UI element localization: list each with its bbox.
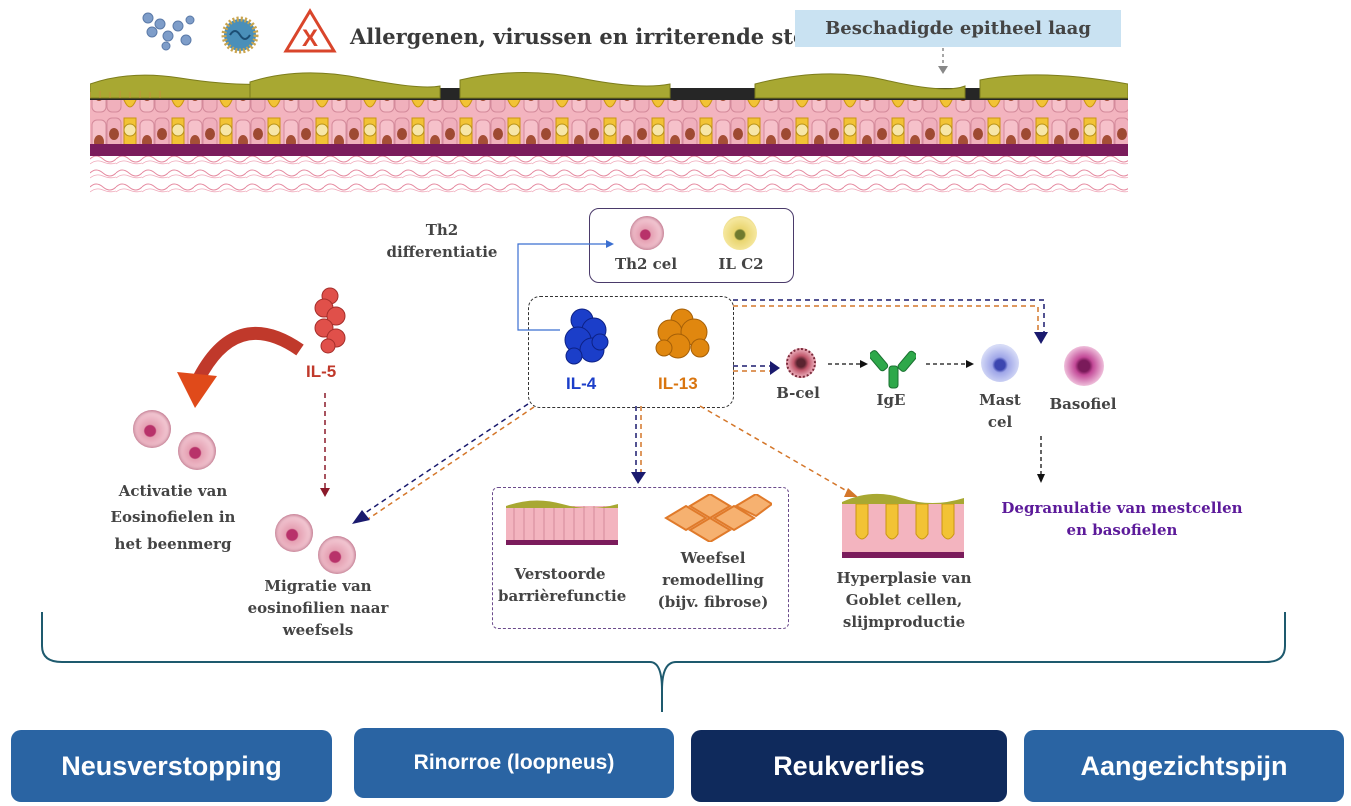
symptom-smell-loss: Reukverlies xyxy=(691,730,1007,802)
il4-protein-icon xyxy=(560,306,612,368)
barrier-tissue-icon xyxy=(506,496,618,554)
ige-label: IgE xyxy=(876,391,906,409)
basophil-icon xyxy=(1064,346,1104,386)
il13-label: IL-13 xyxy=(658,374,698,393)
bcell-label: B-cel xyxy=(776,384,820,402)
symptom-rhinorrhea: Rinorroe (loopneus) xyxy=(354,728,674,798)
goblet-hyperplasia-label: Hyperplasie van Goblet cellen, slijmprod… xyxy=(836,569,972,631)
mast-cell-icon xyxy=(981,344,1019,382)
epithelium-illustration xyxy=(89,68,1129,194)
virus-icon xyxy=(214,12,266,58)
symptom-nasal-congestion: Neusverstopping xyxy=(11,730,332,802)
bcell-icon xyxy=(786,348,816,378)
eosinophil-icon xyxy=(178,432,216,470)
th2-cell-icon xyxy=(630,216,664,250)
eosinophil-icon xyxy=(133,410,171,448)
barrier-dysfunction-label: Verstoorde barrièrefunctie xyxy=(498,565,627,605)
il13-protein-icon xyxy=(652,306,716,366)
eosinophil-icon xyxy=(275,514,313,552)
cytokine-box xyxy=(528,296,734,408)
epithelium-pointer-arrow xyxy=(936,48,950,76)
ilc2-icon xyxy=(723,216,757,250)
svg-text:X: X xyxy=(302,25,318,52)
eosinophil-activation-label: Activatie van Eosinofielen in het beenme… xyxy=(110,482,236,553)
ige-antibody-icon xyxy=(868,344,918,390)
eosinophil-migration-label: Migratie van eosinofilien naar weefsels xyxy=(247,577,389,639)
basophil-label: Basofiel xyxy=(1049,395,1117,413)
damaged-epithelium-label: Beschadigde epitheel laag xyxy=(795,10,1121,47)
allergen-icon xyxy=(138,10,198,52)
th2-differentiation-label: Th2 differentiatie xyxy=(386,221,498,261)
mast-cell-label: Mast cel xyxy=(979,391,1021,431)
tissue-remodeling-label: Weefsel remodelling (bijv. fibrose) xyxy=(657,549,769,611)
il4-label: IL-4 xyxy=(566,374,597,393)
goblet-hyperplasia-icon xyxy=(842,490,964,562)
eosinophil-icon xyxy=(318,536,356,574)
irritant-warning-icon: X xyxy=(283,8,337,54)
degranulation-label: Degranulatie van mestcellen en basofiele… xyxy=(1001,499,1243,539)
il5-protein-icon xyxy=(310,286,350,356)
curved-red-arrow xyxy=(165,310,305,410)
fibrosis-tissue-icon xyxy=(656,492,774,544)
il5-label: IL-5 xyxy=(306,362,337,381)
th2-cell-label: Th2 cel xyxy=(614,255,678,273)
symptom-facial-pain: Aangezichtspijn xyxy=(1024,730,1344,802)
triggers-label: Allergenen, virussen en irriterende stof… xyxy=(350,24,853,49)
ilc2-label: IL C2 xyxy=(718,255,764,273)
